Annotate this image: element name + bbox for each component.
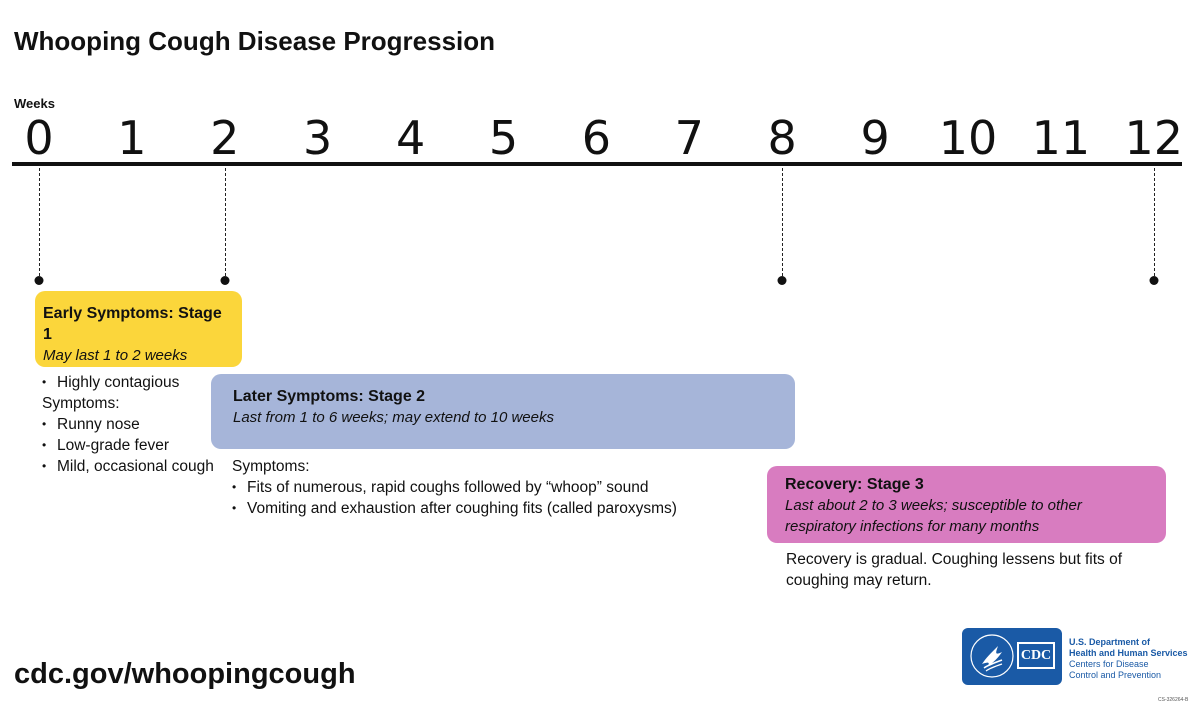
stage-2-box: Later Symptoms: Stage 2 Last from 1 to 6… — [211, 374, 795, 449]
week-tick-label: 0 — [24, 111, 54, 165]
week-tick-label: 7 — [674, 111, 704, 165]
document-code: CS-326264-B — [1158, 697, 1189, 703]
agency-name: U.S. Department of Health and Human Serv… — [1069, 637, 1188, 681]
hhs-eagle-icon — [970, 634, 1014, 678]
week-tick-label: 6 — [581, 111, 612, 165]
week-tick-label: 2 — [210, 111, 240, 165]
stage-1-title: Early Symptoms: Stage 1 — [43, 305, 222, 343]
hhs-cdc-logo: CDC U.S. Department of Health and Human … — [962, 628, 1188, 686]
axis-label: Weeks — [14, 96, 55, 111]
cdc-logo-icon: CDC — [1017, 642, 1055, 669]
stage-3-box: Recovery: Stage 3 Last about 2 to 3 week… — [767, 466, 1166, 543]
agency-line: Control and Prevention — [1069, 670, 1162, 680]
stage-1-subtitle: May last 1 to 2 weeks — [43, 347, 188, 364]
week-marker-dot — [777, 276, 787, 285]
list-item: Mild, occasional cough — [42, 456, 214, 477]
week-tick-label: 4 — [395, 111, 426, 165]
stage-1-list: Highly contagious Symptoms: Runny nose L… — [42, 372, 214, 477]
stage-3-subtitle: Last about 2 to 3 weeks; susceptible to … — [785, 497, 1082, 535]
website-url[interactable]: cdc.gov/whoopingcough — [14, 658, 356, 690]
week-tick-label: 1 — [117, 111, 147, 165]
stage-2-title: Later Symptoms: Stage 2 — [233, 388, 426, 405]
list-item: Highly contagious — [42, 372, 214, 393]
stage-2-subtitle: Last from 1 to 6 weeks; may extend to 10… — [233, 409, 554, 426]
week-marker-dot — [34, 276, 44, 285]
week-tick-label: 5 — [488, 111, 519, 165]
week-marker-dot — [220, 276, 230, 285]
timeline-axis — [12, 162, 1182, 166]
stage-3-description: Recovery is gradual. Coughing lessens bu… — [786, 551, 1123, 589]
logo-badge: CDC — [962, 628, 1062, 685]
stage-2-list: Symptoms: Fits of numerous, rapid coughs… — [232, 456, 677, 519]
week-tick-label: 11 — [1031, 111, 1091, 165]
list-item: Runny nose — [42, 414, 214, 435]
agency-line: Health and Human Services — [1069, 648, 1188, 658]
agency-line: Centers for Disease — [1069, 659, 1149, 669]
stage-3-title: Recovery: Stage 3 — [785, 476, 924, 493]
week-tick-label: 12 — [1124, 111, 1184, 165]
week-marker-line — [39, 168, 40, 276]
list-item: Low-grade fever — [42, 435, 214, 456]
stage-1-box: Early Symptoms: Stage 1 May last 1 to 2 … — [35, 291, 242, 367]
week-marker-line — [782, 168, 784, 276]
agency-line: U.S. Department of — [1069, 637, 1151, 647]
week-tick-label: 3 — [303, 111, 333, 165]
week-tick-label: 8 — [767, 111, 797, 165]
list-item: Vomiting and exhaustion after coughing f… — [232, 498, 677, 519]
week-tick-label: 9 — [860, 111, 890, 165]
list-item: Fits of numerous, rapid coughs followed … — [232, 477, 677, 498]
symptoms-label: Symptoms: — [42, 395, 120, 412]
week-marker-dot — [1149, 276, 1159, 285]
week-marker-line — [1153, 168, 1155, 276]
week-marker-line — [224, 168, 226, 276]
page-title: Whooping Cough Disease Progression — [14, 26, 496, 56]
symptoms-label: Symptoms: — [232, 458, 310, 475]
week-tick-label: 10 — [938, 111, 998, 165]
